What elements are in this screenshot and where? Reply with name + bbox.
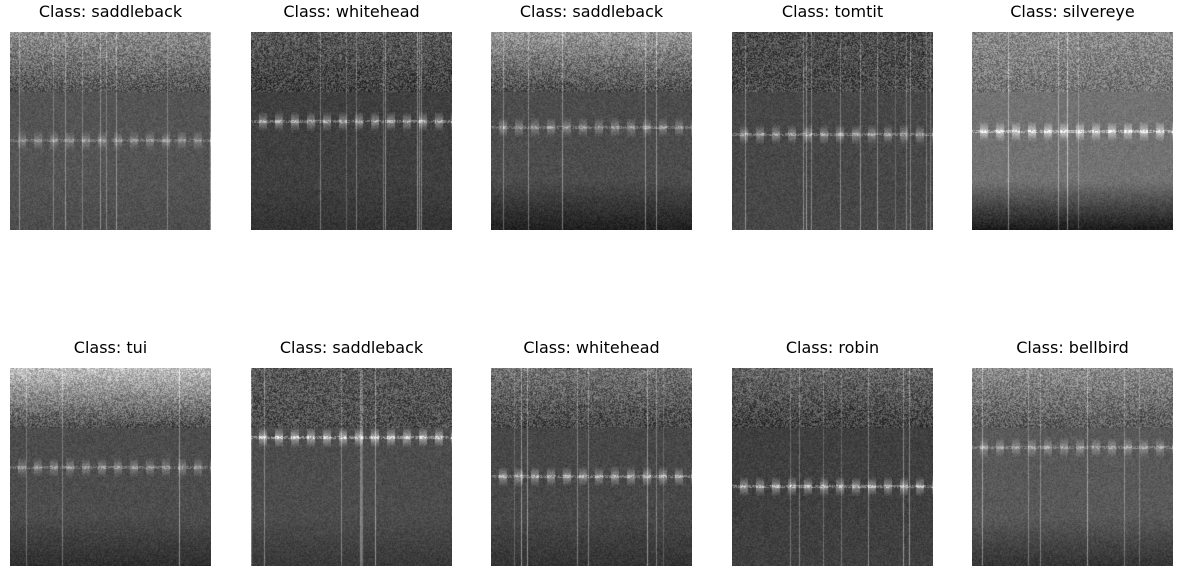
spectrogram-image [10,32,211,230]
spectrogram-image [251,32,452,230]
panel-title: Class: whitehead [523,338,660,357]
panel-title: Class: whitehead [283,2,420,21]
panel-title: Class: tomtit [781,2,884,21]
spectrogram-image [491,32,692,230]
panel-title: Class: saddleback [38,2,183,21]
spectrogram-image [732,368,933,566]
spectrogram-image [251,368,452,566]
panel-title: Class: bellbird [1016,338,1129,357]
panel-title: Class: silvereye [1010,2,1135,21]
spectrogram-image [972,368,1173,566]
panel-title: Class: tui [73,338,148,357]
panel-title: Class: saddleback [279,338,424,357]
spectrogram-image [972,32,1173,230]
spectrogram-image [10,368,211,566]
panel-title: Class: robin [785,338,880,357]
panel-title: Class: saddleback [519,2,664,21]
spectrogram-image [732,32,933,230]
spectrogram-image [491,368,692,566]
